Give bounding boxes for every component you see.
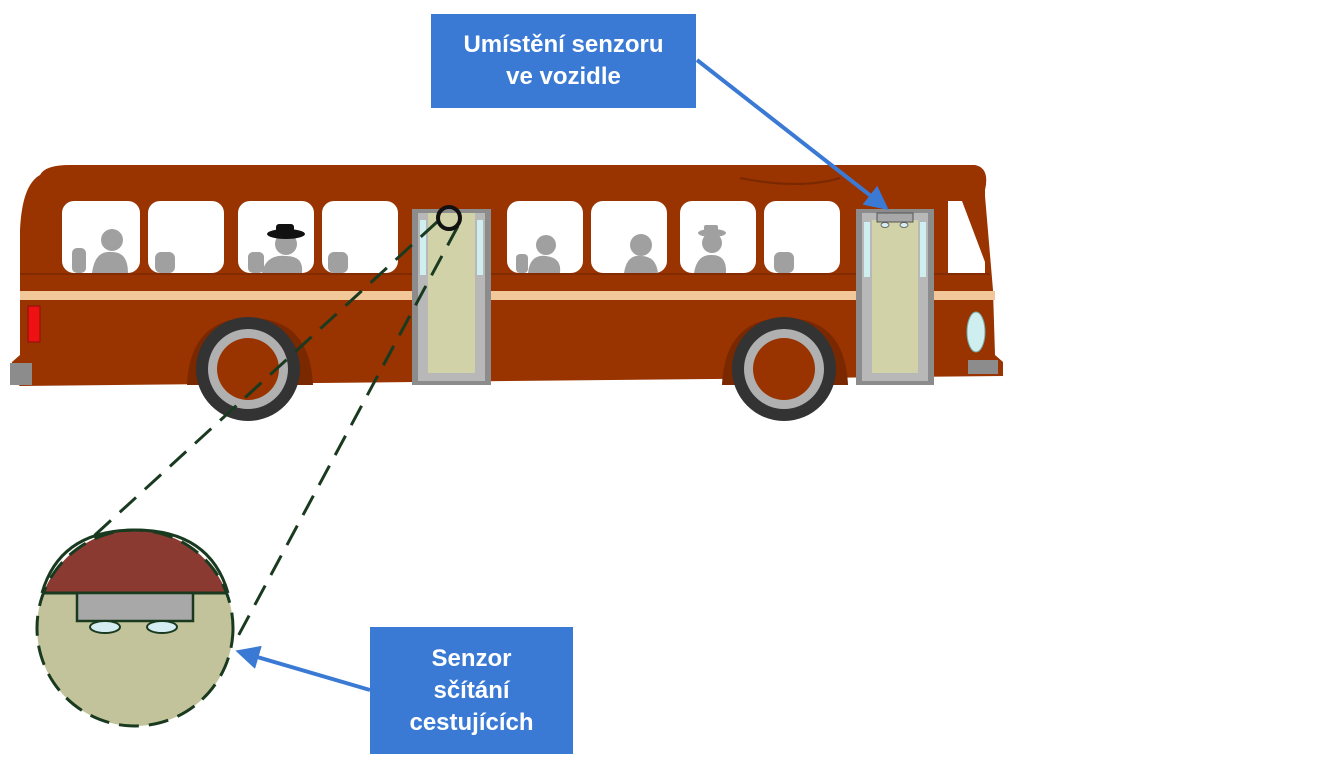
sensor-lens-right <box>146 620 178 634</box>
callout-line: cestujících <box>409 708 534 736</box>
bus-body <box>12 165 1003 386</box>
front-door <box>856 209 934 385</box>
sensor-icon <box>876 212 914 223</box>
callout-line: ve vozidle <box>506 63 621 90</box>
bus-stripe <box>20 291 995 300</box>
front-wheel <box>722 317 848 421</box>
callout-line: Senzor <box>431 644 512 672</box>
zoomed-sensor-unit <box>75 591 195 623</box>
vehicle-sensor-location-callout: Umístění senzoru ve vozidle <box>431 14 696 108</box>
callout-line: sčítání <box>433 676 510 704</box>
arrow-to-counting-sensor <box>235 645 371 692</box>
magnifier-circle <box>35 528 235 728</box>
arrow-to-vehicle-sensor <box>695 58 889 210</box>
passenger-hats <box>267 224 726 239</box>
sensor-location-marker <box>436 205 462 231</box>
callout-line: Umístění senzoru <box>463 31 664 58</box>
bus-illustration <box>10 165 1003 421</box>
head-light <box>966 311 986 353</box>
sensor-lens-left <box>89 620 121 634</box>
zoom-lines <box>82 220 460 641</box>
tail-light <box>27 305 41 343</box>
passenger-counting-sensor-callout: Senzor sčítání cestujících <box>370 627 573 754</box>
rear-wheel <box>187 317 313 421</box>
